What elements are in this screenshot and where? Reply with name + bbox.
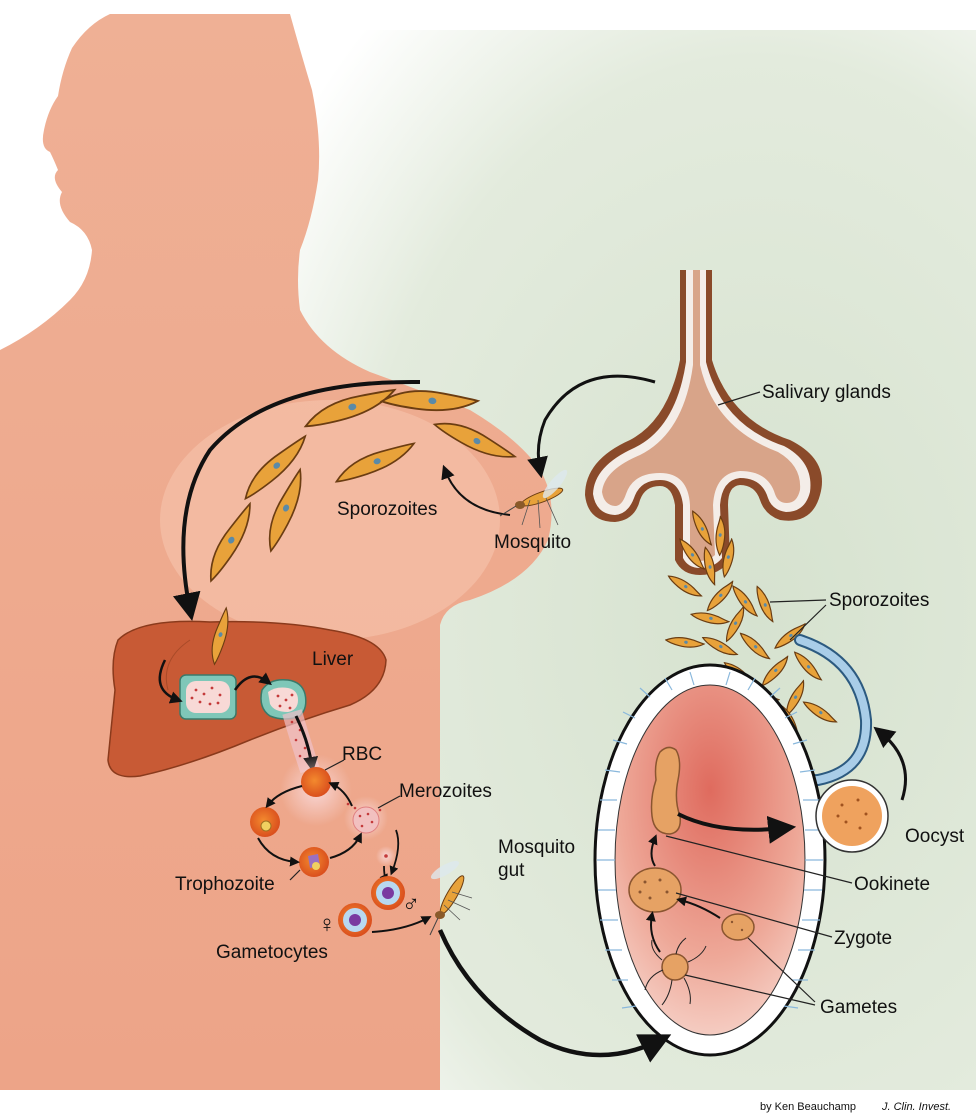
infected-liver-cell [180,675,236,719]
label-rbc: RBC [342,744,382,765]
label-zygote: Zygote [834,928,892,949]
credit-author: by Ken Beauchamp [760,1101,856,1113]
rbc-trophozoite [299,847,329,877]
zygote [629,868,681,912]
gamete-female [722,914,754,940]
credit-journal: J. Clin. Invest. [881,1101,951,1113]
male-symbol: ♂ [402,891,420,918]
rbc-ring-stage [250,807,280,837]
label-salivary-glands: Salivary glands [762,382,891,403]
female-gametocyte [338,903,372,937]
label-ookinete: Ookinete [854,874,930,895]
label-gametes: Gametes [820,997,897,1018]
label-merozoites: Merozoites [399,781,492,802]
label-liver: Liver [312,649,354,670]
label-gametocytes: Gametocytes [216,942,328,963]
female-symbol: ♀ [318,911,336,938]
label-mosquito-gut-line2: gut [498,860,525,881]
label-mosquito-gut-line1: Mosquito [498,837,575,858]
label-sporozoites-mosquito: Sporozoites [829,590,929,611]
label-mosquito: Mosquito [494,532,571,553]
oocyst [816,780,888,852]
label-trophozoite: Trophozoite [175,874,275,895]
mosquito-gut [595,665,825,1055]
male-gametocyte [371,876,405,910]
label-sporozoites-human: Sporozoites [337,499,437,520]
label-oocyst: Oocyst [905,826,965,847]
rbc [301,767,331,797]
